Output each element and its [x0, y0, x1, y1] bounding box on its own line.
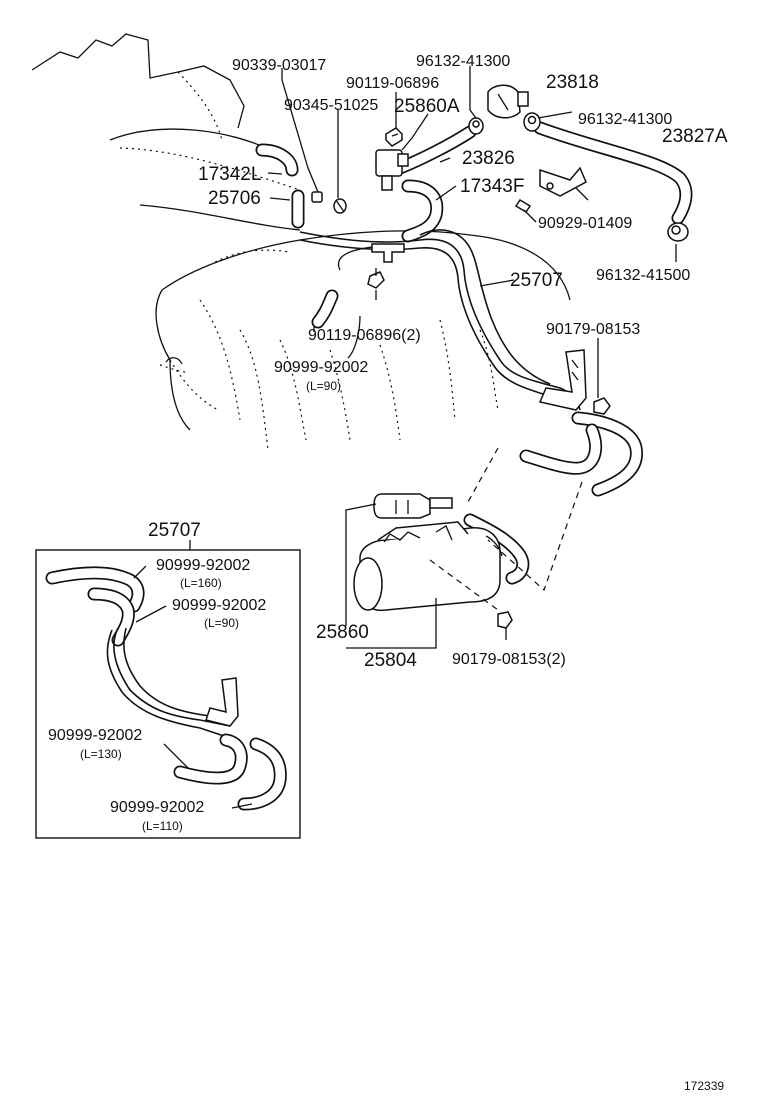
bolt-90119-06896-2	[367, 268, 385, 289]
label-90929-01409: 90929-01409	[538, 215, 632, 232]
callout-labels: 90339-03017 90119-06896 96132-41300 2381…	[48, 53, 728, 1093]
vsv-25860	[373, 493, 453, 519]
figure-number: 172339	[684, 1079, 724, 1093]
hose-canister-side	[463, 513, 530, 585]
label-90119-06896-2: 90119-06896(2)	[308, 327, 421, 344]
inset-label-a: 90999-92002	[156, 557, 250, 574]
canister-25804	[353, 521, 503, 612]
label-90179-08153: 90179-08153	[546, 321, 640, 338]
label-25706: 25706	[208, 188, 261, 209]
hose-23827A	[533, 121, 693, 225]
hose-lower-left	[311, 289, 339, 329]
inset-harness	[45, 566, 287, 811]
label-25804: 25804	[364, 650, 417, 671]
clip-96132-41300-b	[523, 112, 541, 132]
label-96132-41300-a: 96132-41300	[416, 53, 510, 70]
bracket	[538, 349, 587, 411]
inset-length-d: (L=110)	[142, 819, 183, 833]
label-90345-51025: 90345-51025	[284, 97, 378, 114]
label-90179-08153-2: 90179-08153(2)	[452, 651, 566, 668]
label-23818: 23818	[546, 72, 599, 93]
hose-23826	[393, 125, 477, 175]
nut-90179-08153	[593, 397, 611, 415]
vsv-25860A	[375, 149, 409, 191]
inset-label-b: 90999-92002	[172, 597, 266, 614]
clip-96132-41500	[667, 222, 689, 242]
inset-length-b: (L=90)	[204, 616, 239, 630]
clip-96132-41300-a	[468, 117, 484, 135]
bolt-90345-51025	[333, 198, 347, 214]
inset-title: 25707	[148, 520, 201, 541]
inset-length-a: (L=160)	[180, 576, 222, 590]
label-90999-92002-main: 90999-92002	[274, 359, 368, 376]
hose-to-canister	[519, 411, 643, 497]
fitting-tee	[371, 243, 405, 263]
inset-panel	[35, 540, 301, 839]
label-25860A: 25860A	[394, 96, 460, 117]
hose-17343F	[401, 179, 444, 243]
hose-17342L	[255, 143, 299, 177]
label-23826: 23826	[462, 148, 515, 169]
engine-outline	[31, 33, 571, 451]
inset-length-c: (L=130)	[80, 747, 122, 761]
bracket-90929-01409	[514, 166, 587, 214]
label-96132-41500: 96132-41500	[596, 267, 690, 284]
label-17343F: 17343F	[460, 176, 524, 197]
leader-lines	[267, 66, 677, 649]
inset-label-c: 90999-92002	[48, 727, 142, 744]
vsv-23818	[487, 84, 529, 119]
inset-label-d: 90999-92002	[110, 799, 204, 816]
label-25707-main: 25707	[510, 270, 563, 291]
pipe-harness-25707	[299, 229, 581, 411]
nut-90179-08153-2	[497, 611, 513, 629]
label-25860: 25860	[316, 622, 369, 643]
bolt-90119-06896	[385, 127, 403, 147]
label-17342L: 17342L	[198, 164, 261, 185]
plug-90339-03017	[311, 191, 323, 203]
label-23827A: 23827A	[662, 126, 728, 147]
label-96132-41300-b: 96132-41300	[578, 111, 672, 128]
label-90339-03017: 90339-03017	[232, 57, 326, 74]
label-length-main: (L=90)	[306, 379, 341, 393]
label-90119-06896: 90119-06896	[346, 75, 439, 92]
